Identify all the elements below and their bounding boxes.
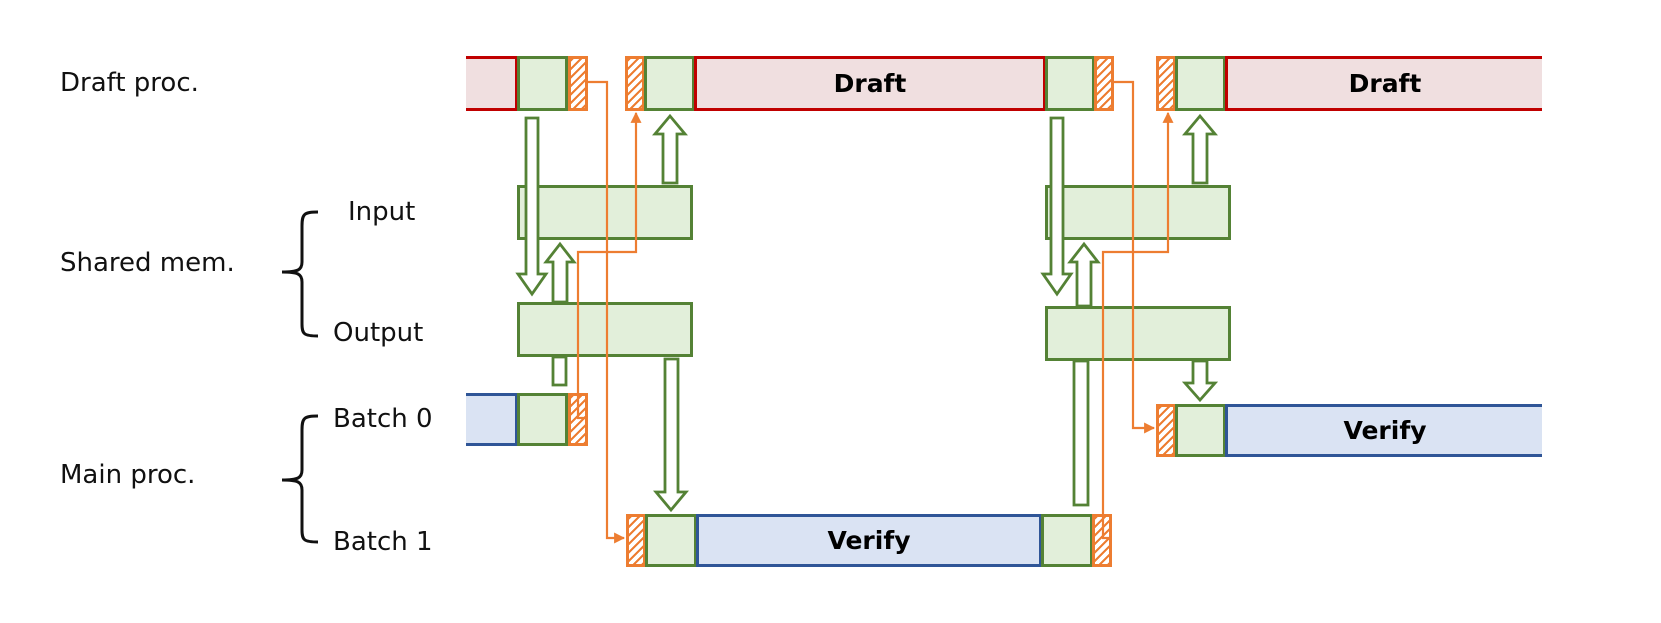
batch1-sync-block: [626, 514, 646, 567]
output-label: Output: [333, 318, 424, 348]
draft-proc-label: Draft proc.: [60, 68, 199, 98]
shared-mem-label: Shared mem.: [60, 248, 235, 278]
main-proc-brace: [281, 414, 319, 544]
batch1-green-block: [1041, 514, 1093, 567]
shared-mem-brace: [281, 210, 319, 338]
input-label: Input: [348, 197, 416, 227]
batch0-green-block: [1175, 404, 1226, 457]
batch0-label: Batch 0: [333, 404, 433, 434]
draft-block-1: Draft: [694, 56, 1046, 111]
data-arrow-down: [1181, 359, 1219, 403]
verify-block-2: Verify: [1225, 404, 1542, 457]
data-arrow-down: [551, 355, 568, 387]
signal-line: [576, 190, 638, 420]
batch0-green-block: [517, 393, 568, 446]
verify-block-1-label: Verify: [827, 526, 911, 555]
data-arrow-up: [1067, 241, 1101, 308]
batch0-sync-block: [1156, 404, 1176, 457]
main-proc-label: Main proc.: [60, 460, 196, 490]
data-arrow-up: [1182, 113, 1218, 185]
data-arrow-down: [515, 116, 549, 297]
data-arrow-down: [1040, 116, 1074, 297]
batch0-sync-block: [568, 393, 588, 446]
signal-arrow: [1114, 80, 1156, 434]
draft-sync-block: [568, 56, 588, 111]
draft-green-block: [644, 56, 695, 111]
draft-green-block: [517, 56, 568, 111]
draft-green-block: [1175, 56, 1226, 111]
verify-block-1: Verify: [696, 514, 1042, 567]
shared-input-block: [517, 185, 693, 240]
batch1-label: Batch 1: [333, 527, 433, 557]
signal-arrow: [588, 80, 626, 544]
data-arrow-up: [652, 113, 688, 185]
draft-sync-block: [625, 56, 645, 111]
shared-output-block: [1045, 306, 1231, 361]
draft-block-1-label: Draft: [833, 69, 907, 98]
data-arrow-up: [543, 241, 577, 304]
draft-sync-block: [1156, 56, 1176, 111]
batch1-green-block: [645, 514, 697, 567]
signal-line: [1101, 190, 1170, 540]
data-arrow-up-long: [1072, 359, 1090, 507]
draft-green-block: [1045, 56, 1095, 111]
draft-sync-block: [1094, 56, 1114, 111]
draft-bar-partial: [466, 56, 518, 111]
shared-output-block: [517, 302, 693, 357]
shared-input-block: [1045, 185, 1231, 240]
draft-block-2-label: Draft: [1348, 69, 1422, 98]
verify-block-2-label: Verify: [1343, 416, 1427, 445]
draft-block-2: Draft: [1225, 56, 1542, 111]
data-arrow-down: [653, 357, 689, 513]
verify-bar-partial: [466, 393, 518, 446]
